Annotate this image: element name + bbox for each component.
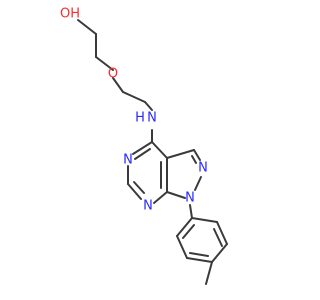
molecule-structure-diagram: OH O N H N N N N	[60, 7, 228, 285]
bond-aryl-1-2	[191, 217, 218, 223]
bond-n7-c7a	[153, 191, 168, 204]
bond-c6-n7	[127, 183, 142, 200]
bond-c3-n2-double	[191, 155, 197, 164]
amine-nitrogen-label: N	[147, 111, 157, 126]
bond-c-o-ether-1	[95, 56, 114, 71]
bonds	[77, 19, 228, 285]
amine-hydrogen-label: H	[135, 111, 145, 126]
bond-aryl-6-1-double	[182, 224, 195, 239]
bond-c-c-2	[122, 91, 146, 103]
bond-c4-c3a	[151, 141, 168, 159]
bond-aryl-5-6	[176, 235, 188, 259]
bond-c3-n2	[193, 149, 201, 161]
bond-aryl-6-1	[176, 217, 193, 237]
bond-n1-aryl	[189, 204, 193, 219]
ring-nitrogen-1-label: N	[185, 191, 195, 206]
bond-c3a-c3	[166, 149, 195, 159]
ring-nitrogen-2-label: N	[198, 161, 208, 176]
ether-oxygen-label: O	[108, 67, 118, 82]
bond-aryl-3-4	[211, 243, 228, 263]
bond-o-ether-c	[112, 77, 124, 93]
bond-aryl-2-3	[216, 221, 228, 245]
bond-c-nh	[144, 101, 153, 111]
bond-c4-n5-double	[134, 148, 151, 160]
ring-nitrogen-7-label: N	[143, 199, 153, 214]
bond-c6-n7-double	[133, 181, 145, 194]
bond-n1-c7a	[166, 191, 186, 199]
ring-nitrogen-5-label: N	[123, 153, 133, 168]
bond-oh-c	[77, 19, 97, 35]
bond-c4-n5	[132, 141, 153, 155]
bond-aryl-4-5	[186, 257, 213, 263]
bond-aryl-2-3-double	[213, 228, 223, 247]
bond-n2-n1	[194, 176, 202, 191]
bond-aryl-4-5-double	[189, 252, 209, 257]
hydroxyl-label: OH	[60, 7, 80, 22]
bond-aryl-methyl	[205, 261, 213, 285]
atom-labels: OH O N H N N N N	[60, 7, 208, 214]
